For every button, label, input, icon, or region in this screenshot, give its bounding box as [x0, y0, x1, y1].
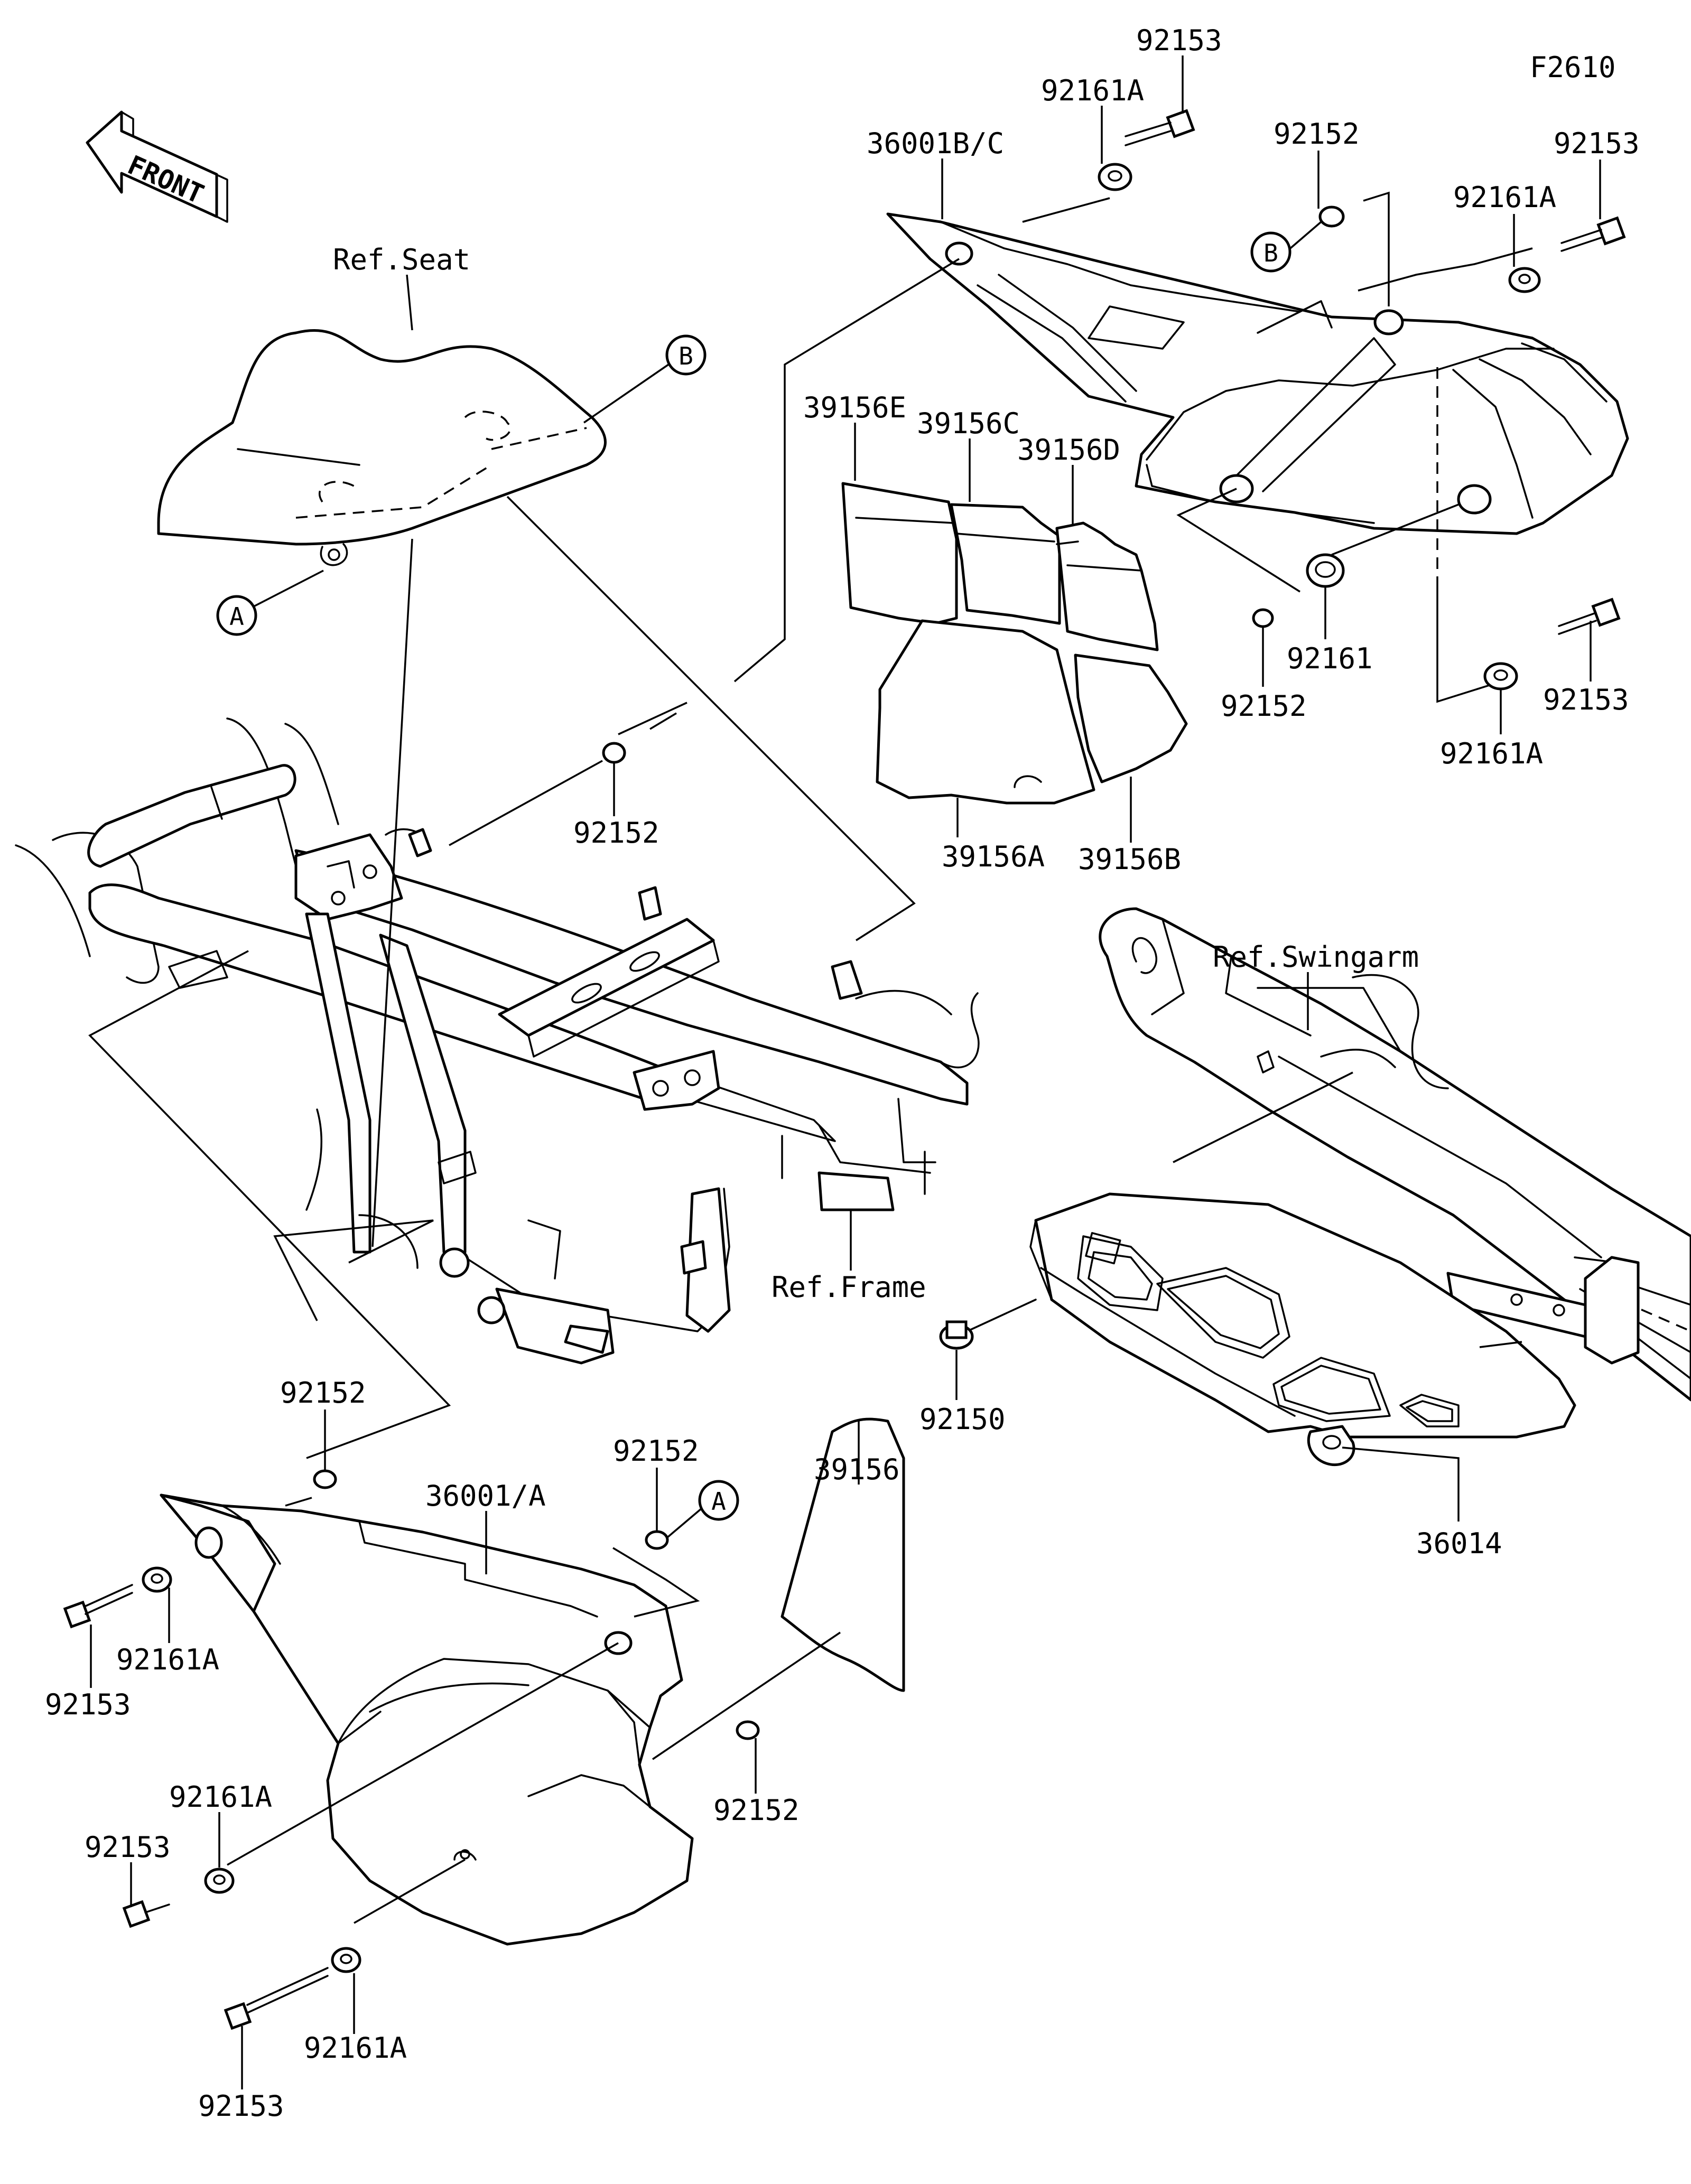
bolt-92153-side-bottom-label: 92153	[198, 2089, 284, 2123]
side-cover-grommet-top	[142, 1566, 172, 1593]
side-cover-grommet-middle	[204, 1868, 235, 1894]
connector-a-label: A	[229, 602, 244, 631]
front-arrow-icon: FRONT	[86, 110, 228, 223]
pad-b	[1074, 654, 1188, 783]
grommet-92161a-side-middle-label: 92161A	[169, 1780, 272, 1814]
pad-e-label: 39156E	[803, 391, 906, 424]
grommet-92161a-side-bottom-label: 92161A	[304, 2031, 407, 2065]
pad-b-label: 39156B	[1078, 843, 1181, 876]
figure-code: F2610	[1530, 51, 1616, 84]
side-cover-bolt-middle	[122, 1900, 170, 1928]
rear-cover-grommet-92161	[1306, 553, 1345, 588]
grommet-92161-label: 92161	[1287, 642, 1373, 675]
chain-guard-label: 36014	[1416, 1527, 1502, 1560]
ref-seat-label: Ref.Seat	[333, 243, 470, 276]
rear-cover	[886, 212, 1629, 535]
seat-reference	[157, 329, 607, 566]
grommet-92161a-lower-label: 92161A	[1440, 737, 1543, 770]
pad-c	[950, 503, 1061, 625]
rear-cover-bolt-top	[1125, 109, 1195, 146]
collar-92152-side-right-label: 92152	[713, 1794, 800, 1827]
grommet-92161a-top-label: 92161A	[1041, 74, 1144, 107]
bolt-92153-side-top-label: 92153	[45, 1688, 131, 1721]
side-cover-grommet-bottom	[331, 1947, 361, 1973]
rear-cover-grommet-lower	[1483, 662, 1518, 690]
grommet-92161a-right-label: 92161A	[1453, 181, 1556, 214]
pad-d	[1055, 521, 1159, 651]
bolt-92153-side-middle-label: 92153	[85, 1831, 171, 1864]
connector-a-cover-label: A	[711, 1487, 726, 1516]
frame-collar	[602, 742, 626, 764]
rear-cover-bolt-lower	[1558, 598, 1621, 635]
ref-frame-label: Ref.Frame	[772, 1271, 926, 1304]
connector-a-seat: A	[216, 570, 324, 636]
bolt-92150-label: 92150	[919, 1403, 1006, 1436]
bolt-92153-top-label: 92153	[1136, 24, 1222, 57]
pad-d-label: 39156D	[1017, 433, 1120, 466]
side-cover-collar-top	[313, 1469, 337, 1489]
ref-swingarm-label: Ref.Swingarm	[1213, 940, 1419, 974]
connector-a-cover: A	[666, 1480, 739, 1538]
grommet-92161a-side-top-label: 92161A	[116, 1643, 219, 1676]
rear-cover-bolt-right	[1560, 216, 1626, 252]
bolt-92153-lower-label: 92153	[1543, 683, 1629, 716]
side-cover	[160, 1494, 694, 1946]
connector-b-seat: B	[583, 334, 707, 424]
pad	[781, 1417, 905, 1692]
frame-reference	[15, 717, 980, 1365]
side-cover-collar-center	[645, 1530, 669, 1550]
side-cover-bolt-bottom	[224, 1967, 329, 2030]
pad-label: 39156	[814, 1453, 900, 1486]
side-cover-label: 36001/A	[425, 1479, 546, 1513]
rear-cover-label: 36001B/C	[867, 127, 1004, 160]
connector-b-cover: B	[1250, 221, 1322, 273]
collar-92152-top-label: 92152	[1274, 117, 1360, 151]
pad-a-label: 39156A	[942, 840, 1045, 873]
pad-c-label: 39156C	[917, 407, 1020, 440]
pad-e	[841, 482, 958, 625]
pad-a	[876, 619, 1095, 805]
connector-b-cover-label: B	[1263, 239, 1278, 267]
chain-guard-bolt	[939, 1299, 1037, 1350]
collar-92152-side-top-label: 92152	[280, 1376, 366, 1410]
collar-92152-frame-label: 92152	[573, 816, 659, 850]
rear-cover-grommet-right	[1508, 267, 1541, 293]
bolt-92153-right-label: 92153	[1554, 127, 1640, 160]
side-cover-collar-right	[736, 1720, 760, 1740]
side-cover-bolt-top	[63, 1584, 133, 1629]
collar-92152-lower-label: 92152	[1221, 689, 1307, 723]
swingarm-reference	[1099, 907, 1691, 1402]
rear-cover-grommet-top	[1098, 163, 1132, 191]
collar-92152-side-center-label: 92152	[613, 1434, 699, 1468]
chain-guard	[1029, 1192, 1576, 1467]
connector-b-label: B	[679, 342, 693, 370]
rear-cover-collar-lower	[1252, 608, 1274, 628]
rear-cover-collar-top	[1318, 206, 1345, 228]
